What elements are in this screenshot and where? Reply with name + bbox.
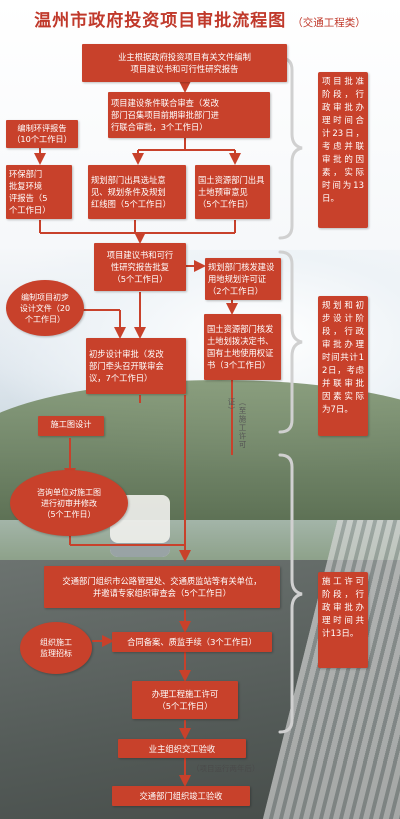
step-contract-filing: 合同备案、质监手续（3个工作日） [112, 632, 272, 652]
step-prepare-reports: 业主根据政府投资项目有关文件编制 项目建议书和可行性研究报告 [82, 44, 287, 82]
side-note-design-phase: 规划和初步设计阶段，行政审批办理时间共计12日，考虑并联审批因素实际为7日。 [318, 296, 368, 436]
step-land-allocation: 国土资源部门核发 土地划拨决定书、 国有土地使用权证 书（3个工作日） [204, 314, 281, 380]
step-prelim-design-approval: 初步设计审批（发改 部门牵头召开联审会 议，7个工作日） [86, 338, 186, 394]
circle-bidding: 组织施工 监理招标 [20, 622, 92, 674]
note-operation: （项目运行两年后） [192, 764, 260, 773]
page-title: 温州市政府投资项目审批流程图 （交通工程类） [0, 6, 400, 31]
side-note-approval-phase: 项目批准阶段，行政审批办理时间合计23日，考虑并联审批的因素，实际时间为13日。 [318, 72, 368, 228]
step-construction-permit: 办理工程施工许可 （5个工作日） [132, 681, 238, 719]
step-eia-approval: 环保部门 批复环境 评报告（5 个工作日） [6, 165, 72, 219]
step-joint-review: 项目建设条件联合审查（发改 部门召集项目前期审批部门进 行联合审批，3个工作日） [108, 92, 270, 138]
title-main: 温州市政府投资项目审批流程图 [34, 11, 287, 31]
note-to-permit: （至施工许可证） [227, 398, 247, 449]
step-land-planning-permit: 规划部门核发建设 用地规划许可证 （2个工作日） [205, 258, 281, 300]
circle-drawing-review: 咨询单位对施工图 进行初审并修改 （5个工作日） [10, 470, 128, 536]
step-expert-review: 交通部门组织市公路管理处、交通质监站等有关单位， 并邀请专家组织审查会（5个工作… [44, 566, 280, 608]
side-note-permit-phase: 施工许可阶段，行政审批办理时间共计13日。 [318, 572, 368, 668]
step-site-planning: 规划部门出具选址意 见、规划条件及规划 红线图（5个工作日） [88, 165, 186, 219]
circle-prelim-design: 编制项目初步 设计文件（20 个工作日） [6, 280, 84, 336]
title-sub: （交通工程类） [292, 17, 366, 29]
step-handover-acceptance: 业主组织交工验收 [118, 739, 246, 758]
step-final-acceptance: 交通部门组织竣工验收 [112, 786, 250, 806]
tag-construction-drawing: 施工图设计 [38, 416, 104, 436]
step-land-pre-review: 国土资源部门出具 土地预审意见 （5个工作日） [195, 165, 270, 219]
step-feasibility-approval: 项目建议书和可行 性研究报告批复 （5个工作日） [94, 243, 186, 291]
tag-eia-report: 编制环评报告 （10个工作日） [6, 120, 78, 148]
